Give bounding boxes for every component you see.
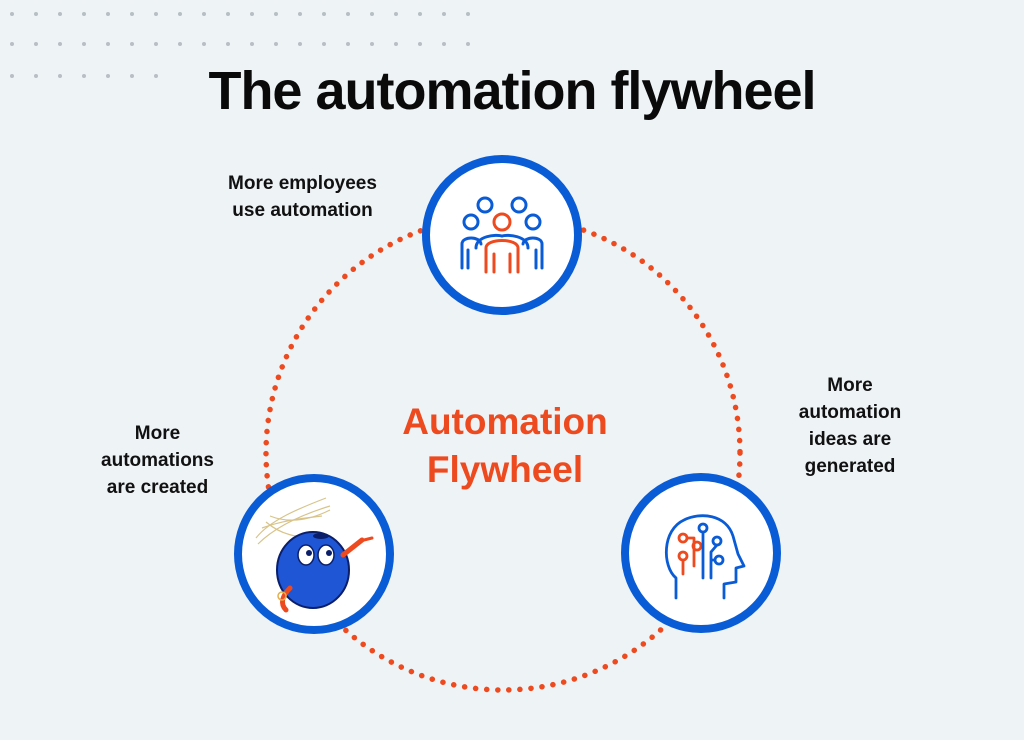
center-title-line: Flywheel bbox=[426, 449, 584, 490]
node-ideas bbox=[621, 473, 781, 633]
label-line: More bbox=[134, 423, 181, 444]
brain-circuit-head-icon bbox=[664, 514, 746, 600]
label-more-ideas: More automation ideas are generated bbox=[770, 372, 930, 480]
label-line: More bbox=[827, 375, 873, 396]
label-line: ideas are bbox=[808, 429, 892, 450]
people-group-icon bbox=[460, 196, 544, 274]
label-line: use automation bbox=[232, 200, 373, 221]
page-title: The automation flywheel bbox=[208, 61, 816, 121]
label-line: generated bbox=[804, 456, 896, 477]
label-more-employees: More employees use automation bbox=[195, 170, 410, 224]
center-title: Automation Flywheel bbox=[330, 398, 680, 494]
node-automations bbox=[234, 474, 394, 634]
node-employees bbox=[422, 155, 582, 315]
flywheel-cycle-ring bbox=[263, 213, 743, 693]
center-title-line: Automation bbox=[402, 401, 608, 442]
label-line: automations bbox=[101, 450, 214, 471]
robot-mascot-icon bbox=[255, 497, 374, 613]
label-line: are created bbox=[106, 477, 209, 498]
decorative-dot-grid bbox=[10, 12, 470, 78]
label-more-automations: More automations are created bbox=[70, 420, 245, 501]
label-line: More employees bbox=[228, 173, 377, 194]
label-line: automation bbox=[798, 402, 902, 423]
